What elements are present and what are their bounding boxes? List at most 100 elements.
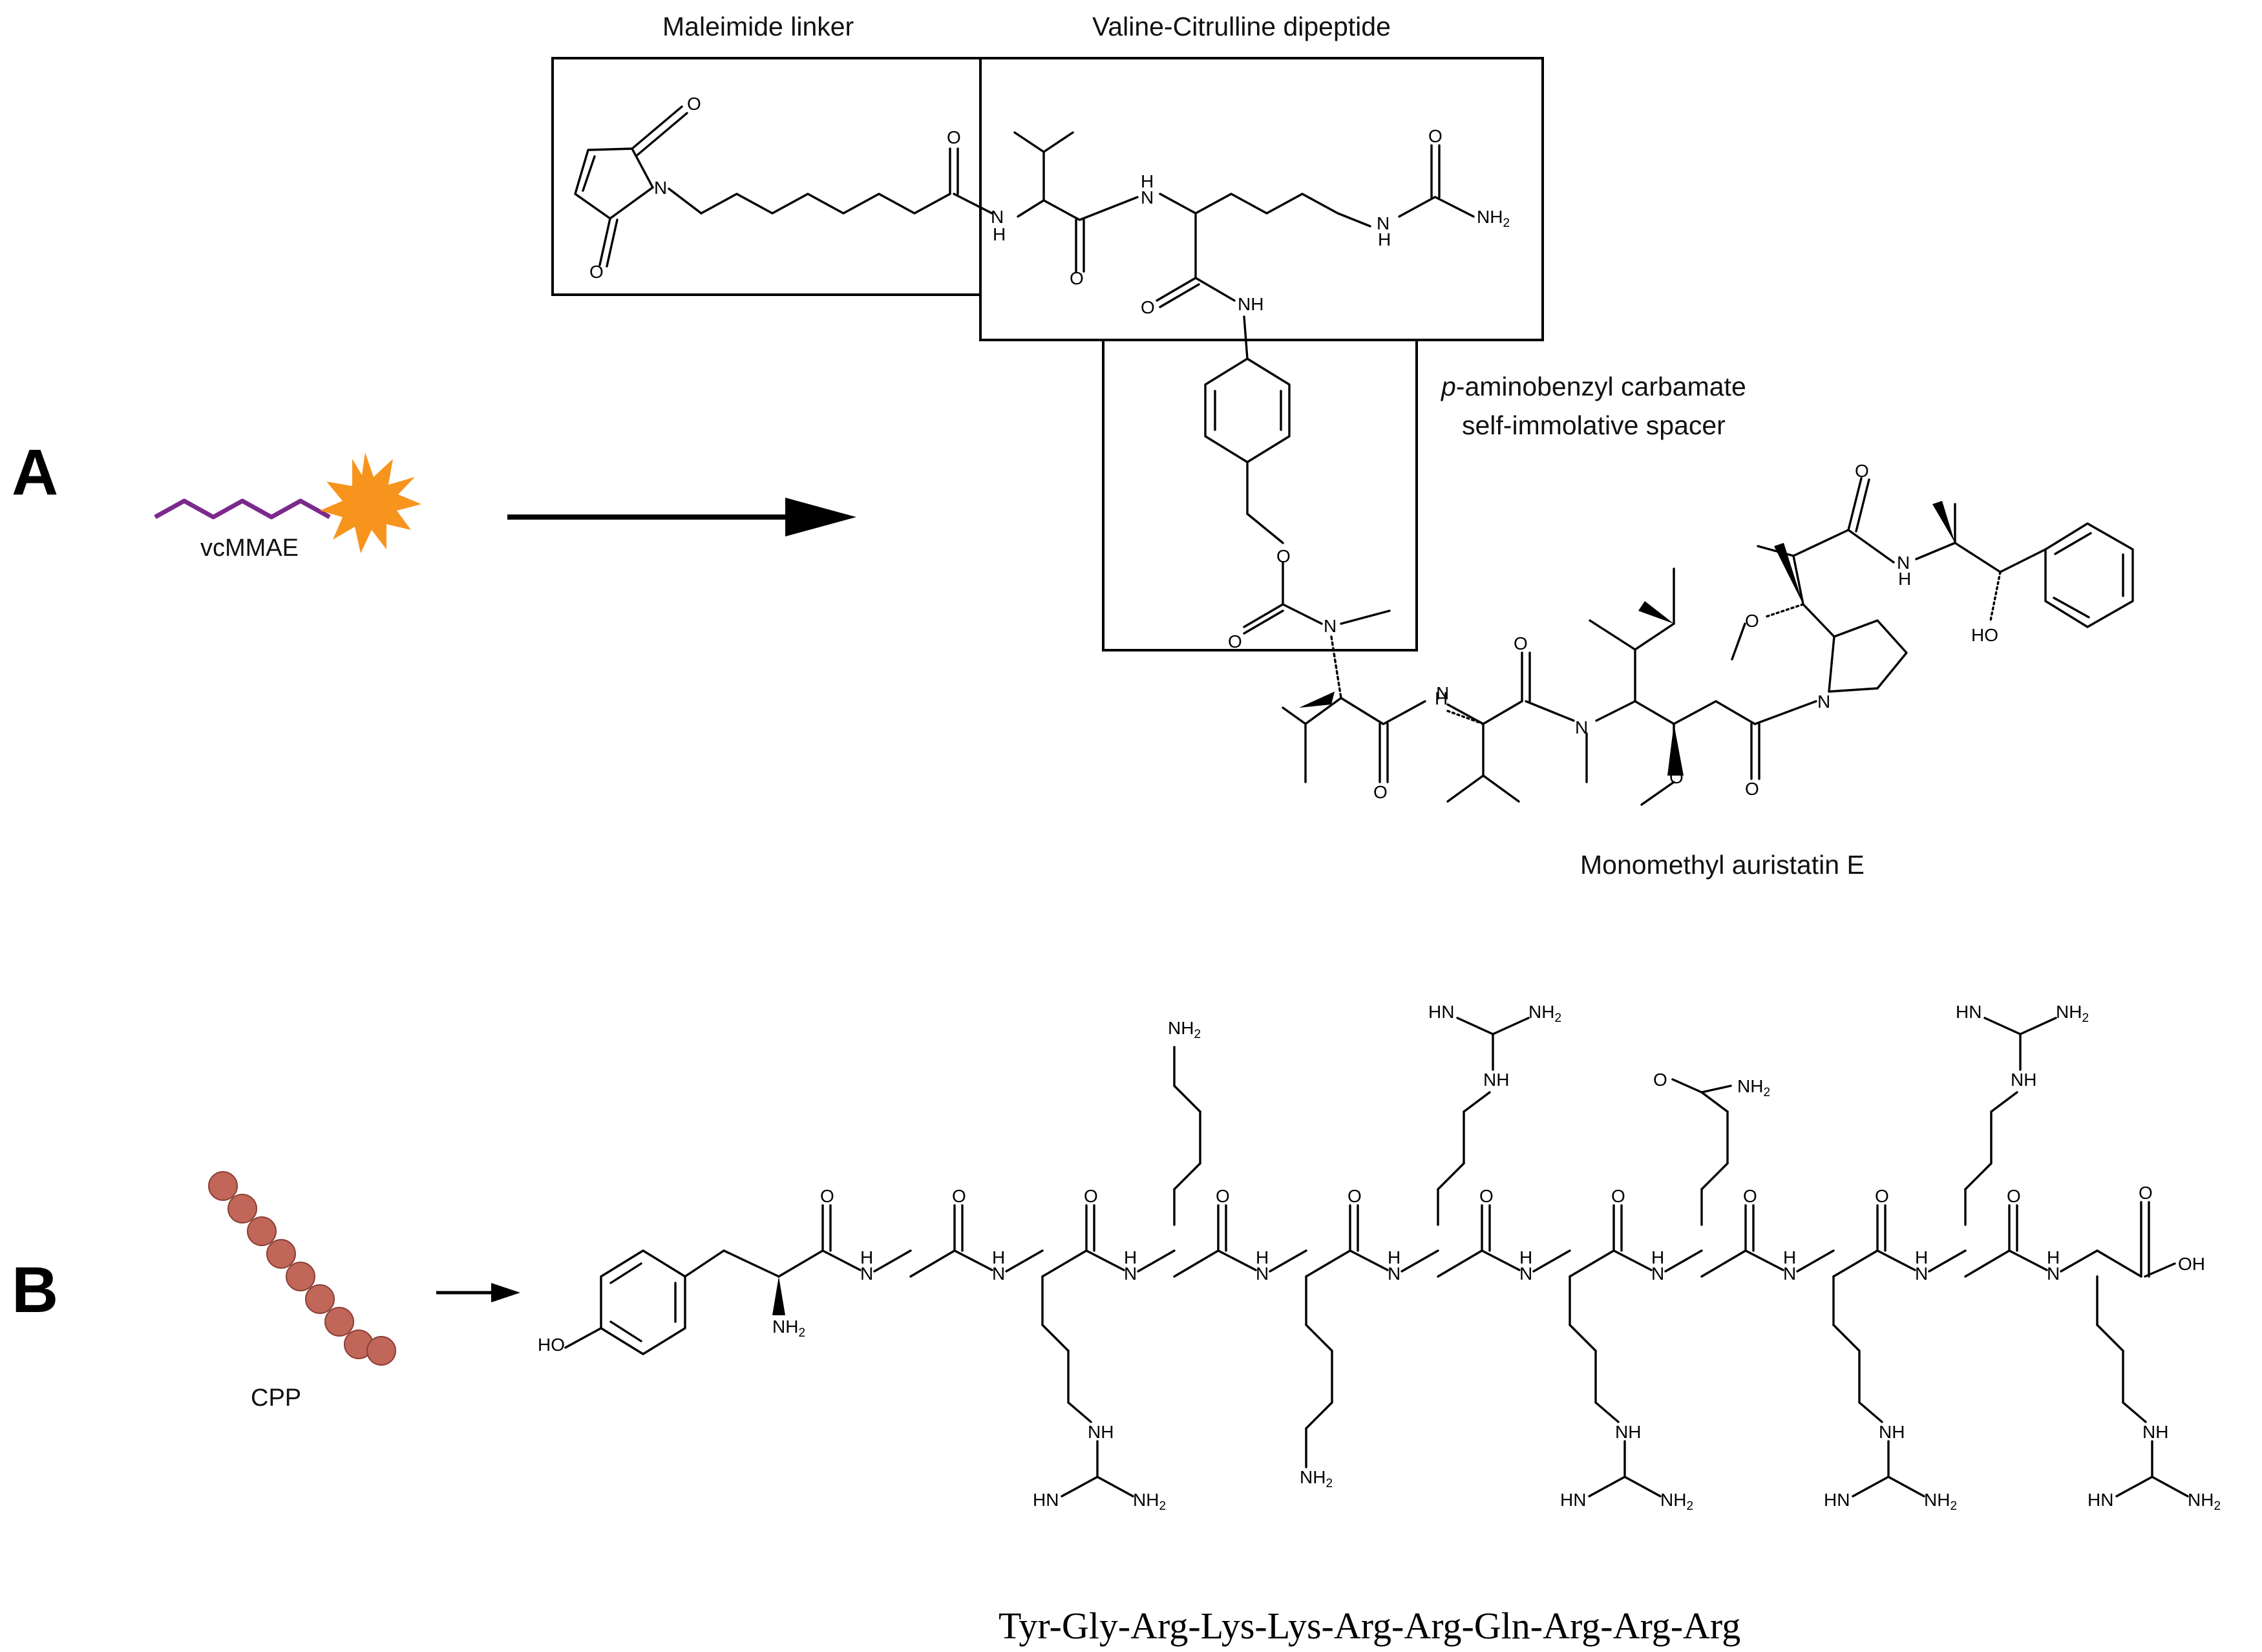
sidechain-bond xyxy=(2019,1017,2057,1035)
backbone-bond xyxy=(1664,1249,1703,1273)
backbone-bond xyxy=(1832,1249,1879,1278)
atom-amide-h: H xyxy=(2047,1247,2060,1267)
atom-mmae-nh1: H xyxy=(1435,688,1448,708)
spacer-box xyxy=(1102,339,1418,651)
atom-urea-o: O xyxy=(1428,126,1443,146)
sidechain-bond xyxy=(1964,1162,1992,1191)
sidechain-bond xyxy=(1832,1324,1861,1352)
atom-tyr-nh2: NH2 xyxy=(772,1317,805,1340)
cpp-bead xyxy=(324,1307,354,1337)
atom-arg-nh2: NH2 xyxy=(1528,1002,1561,1025)
backbone-bond xyxy=(1173,1249,1220,1278)
atom-arg-hn: HN xyxy=(1033,1490,1059,1510)
backbone-bond xyxy=(1305,1249,1351,1278)
atom-mmae-o6: O xyxy=(1855,461,1869,481)
atom-carbonyl-o: O xyxy=(1875,1186,1889,1206)
backbone-bond xyxy=(1928,1249,1967,1273)
atom-amide-h: H xyxy=(1256,1247,1269,1267)
backbone-bond xyxy=(2008,1249,2048,1271)
atom-carbonyl-o: O xyxy=(1216,1186,1230,1206)
atom-amide-h: H xyxy=(1651,1247,1664,1267)
backbone-bond xyxy=(821,1249,861,1271)
panel-label-b: B xyxy=(12,1254,58,1326)
atom-carbonyl-o: O xyxy=(820,1186,834,1206)
backbone-bond xyxy=(1612,1249,1653,1271)
panel-label-a: A xyxy=(12,436,58,509)
backbone-bond xyxy=(1700,1249,1747,1278)
backbone-bond xyxy=(1481,1249,1521,1271)
atom-amide-n: N xyxy=(1256,1264,1269,1284)
atom-carbonyl-o: O xyxy=(1479,1186,1494,1206)
atom-arg-nh: NH xyxy=(2142,1422,2168,1442)
atom-mmae-o2: O xyxy=(1514,633,1528,653)
atom-amide-n: N xyxy=(1519,1264,1532,1284)
backbone-bond xyxy=(1005,1249,1044,1273)
mmae-structure xyxy=(1282,477,2134,806)
atom-amide-h: H xyxy=(860,1247,873,1267)
atom-amide-h: H xyxy=(1519,1247,1532,1267)
atom-urea-nh2: NH2 xyxy=(1477,207,1510,230)
atom-arg-nh: NH xyxy=(1879,1422,1905,1442)
atom-valine-o: O xyxy=(1070,268,1084,288)
atom-mmae-n2: N xyxy=(1575,717,1588,737)
sidechain-bond xyxy=(1305,1324,1333,1352)
sidechain-bond xyxy=(2096,1324,2124,1352)
atom-carbonyl-o: O xyxy=(1743,1186,1757,1206)
sidechain-bond xyxy=(2151,1476,2189,1498)
atom-maleimide-o1: O xyxy=(687,94,701,114)
wedge-mmae-4 xyxy=(1774,543,1803,604)
cpp-bead xyxy=(286,1262,315,1291)
sidechain-bond xyxy=(1983,1017,2022,1035)
atom-valine-n: N xyxy=(991,207,1004,227)
atom-amide-n: N xyxy=(1783,1264,1796,1284)
atom-maleimide-n: N xyxy=(654,178,667,198)
atom-carbamate-o2: O xyxy=(1228,631,1242,651)
sidechain-bond xyxy=(1623,1476,1662,1498)
atom-arg-nh: NH xyxy=(2011,1070,2036,1090)
backbone-bond xyxy=(777,1249,824,1278)
sidechain-bond xyxy=(1569,1324,1597,1352)
backbone-bond xyxy=(1217,1249,1257,1271)
atom-arg-nh: NH xyxy=(1088,1422,1114,1442)
atom-mmae-h4: H xyxy=(1898,569,1911,589)
sidechain-bond xyxy=(1173,1085,1201,1113)
atom-amide-n: N xyxy=(2047,1264,2060,1284)
sidechain-bond xyxy=(1456,1017,1494,1035)
backbone-bond xyxy=(1269,1249,1307,1273)
sidechain-bond xyxy=(1700,1162,1729,1191)
sidechain-bond xyxy=(1858,1401,1883,1423)
atom-mmae-n1: N xyxy=(1436,683,1449,703)
sidechain-bond xyxy=(1173,1162,1201,1191)
atom-amide-h: H xyxy=(1783,1247,1796,1267)
atom-cterm-oh: OH xyxy=(2178,1254,2205,1274)
backbone-bond xyxy=(1041,1249,1088,1278)
sidechain-bond xyxy=(1067,1401,1092,1423)
atom-mmae-o3: O xyxy=(1669,767,1684,787)
cpp-bead xyxy=(305,1284,335,1314)
atom-mmae-o5: O xyxy=(1745,611,1759,631)
atom-carbonyl-o: O xyxy=(1611,1186,1625,1206)
sidechain-bond xyxy=(1463,1091,1491,1113)
sidechain-bond xyxy=(1700,1091,1729,1113)
backbone-bond xyxy=(1085,1249,1125,1271)
sidechain-bond xyxy=(1305,1401,1333,1430)
atom-arg-nh2: NH2 xyxy=(2188,1490,2221,1513)
atom-mmae-o4: O xyxy=(1745,779,1759,799)
atom-lys-nh2: NH2 xyxy=(1168,1018,1201,1041)
backbone-bond xyxy=(1964,1249,2011,1278)
atom-arg-nh: NH xyxy=(1483,1070,1509,1090)
atom-mmae-n4: N xyxy=(1897,553,1910,573)
vcmmae-icon xyxy=(154,452,421,553)
atom-cit-o: O xyxy=(1141,297,1155,317)
backbone-bond xyxy=(2096,1249,2142,1278)
atom-arg-hn: HN xyxy=(1956,1002,1982,1022)
cpp-bead xyxy=(366,1336,396,1366)
backbone-bond xyxy=(1796,1249,1835,1273)
sidechain-bond xyxy=(1096,1476,1134,1498)
atom-carbamate-o1: O xyxy=(1276,546,1291,566)
backbone-bond xyxy=(1349,1249,1389,1271)
wedge-tyr xyxy=(772,1276,785,1315)
